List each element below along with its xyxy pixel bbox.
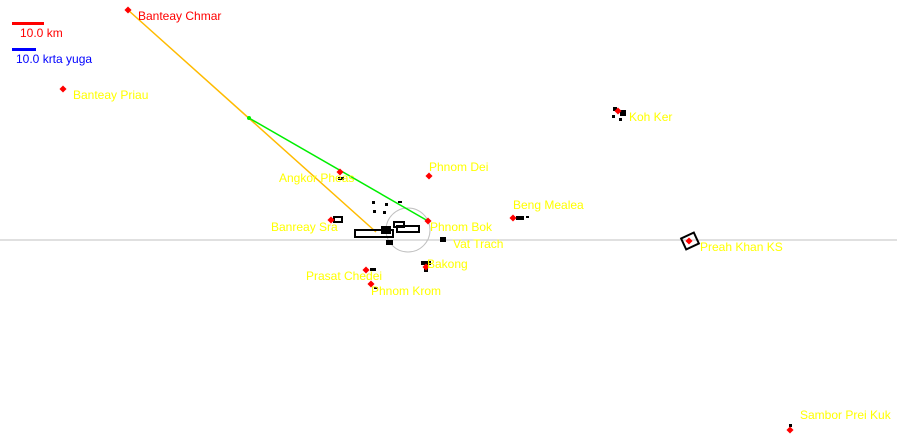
temple-blocks	[338, 107, 792, 427]
site-preah-khan-ks[interactable]: Preah Khan KS	[685, 237, 783, 254]
site-marker-icon[interactable]	[422, 263, 430, 271]
preah-khan-enclosure	[679, 231, 701, 251]
site-label: Phnom Dei	[429, 160, 488, 174]
site-bakong[interactable]: Bakong	[422, 257, 468, 271]
site-marker-icon[interactable]	[786, 426, 794, 434]
green-alignment-line	[248, 117, 429, 222]
site-label: Banteay Chmar	[138, 9, 221, 23]
site-label: Koh Ker	[629, 110, 672, 124]
site-label: Sambor Prei Kuk	[800, 408, 892, 422]
site-vat-trach[interactable]: Vat Trach	[453, 237, 503, 251]
site-label: Bakong	[427, 257, 468, 271]
site-marker-icon[interactable]	[614, 107, 622, 115]
site-beng-mealea[interactable]: Beng Mealea	[509, 198, 584, 222]
site-phnom-krom[interactable]: Phnom Krom	[367, 280, 441, 298]
site-sambor-prei-kuk[interactable]: Sambor Prei Kuk	[786, 408, 892, 434]
orange-alignment-line	[127, 9, 377, 233]
site-angkor-pheas[interactable]: Angkor Pheas	[279, 168, 354, 185]
site-label: Phnom Bok	[430, 220, 493, 234]
scale-label-yuga: 10.0 krta yuga	[16, 52, 93, 66]
site-phnom-bok[interactable]: Phnom Bok	[424, 217, 493, 234]
site-marker-icon[interactable]	[327, 216, 335, 224]
scale-bar-yuga	[12, 48, 36, 51]
site-label: Vat Trach	[453, 237, 503, 251]
site-label: Angkor Pheas	[279, 171, 354, 185]
structure-outline	[396, 225, 420, 233]
site-prasat-chedei[interactable]: Prasat Chedei	[306, 266, 382, 283]
site-marker-icon[interactable]	[59, 85, 67, 93]
structure-outline	[354, 229, 394, 238]
temple-structures	[333, 216, 701, 251]
site-phnom-dei[interactable]: Phnom Dei	[425, 160, 488, 180]
site-marker-icon[interactable]	[336, 168, 344, 176]
site-marker-icon[interactable]	[362, 266, 370, 274]
site-marker-icon[interactable]	[685, 237, 693, 245]
structure-outline	[393, 221, 405, 228]
site-label: Phnom Krom	[371, 284, 441, 298]
green-line-node	[247, 116, 251, 120]
site-marker-icon[interactable]	[367, 280, 375, 288]
site-label: Preah Khan KS	[700, 240, 783, 254]
site-koh-ker[interactable]: Koh Ker	[614, 107, 672, 124]
site-marker-icon[interactable]	[509, 214, 517, 222]
scale-bar-km	[12, 22, 44, 25]
site-label: Banteay Priau	[73, 88, 148, 102]
scale-label-km: 10.0 km	[20, 26, 63, 40]
site-banteay-priau[interactable]: Banteay Priau	[59, 85, 148, 102]
site-marker-icon[interactable]	[425, 172, 433, 180]
site-banreay-sra[interactable]: Banreay Sra	[271, 216, 338, 234]
site-marker-icon[interactable]	[424, 217, 432, 225]
site-label: Banreay Sra	[271, 220, 338, 234]
site-label: Beng Mealea	[513, 198, 584, 212]
site-label: Prasat Chedei	[306, 269, 382, 283]
site-banteay-chmar[interactable]: Banteay Chmar	[124, 6, 221, 23]
